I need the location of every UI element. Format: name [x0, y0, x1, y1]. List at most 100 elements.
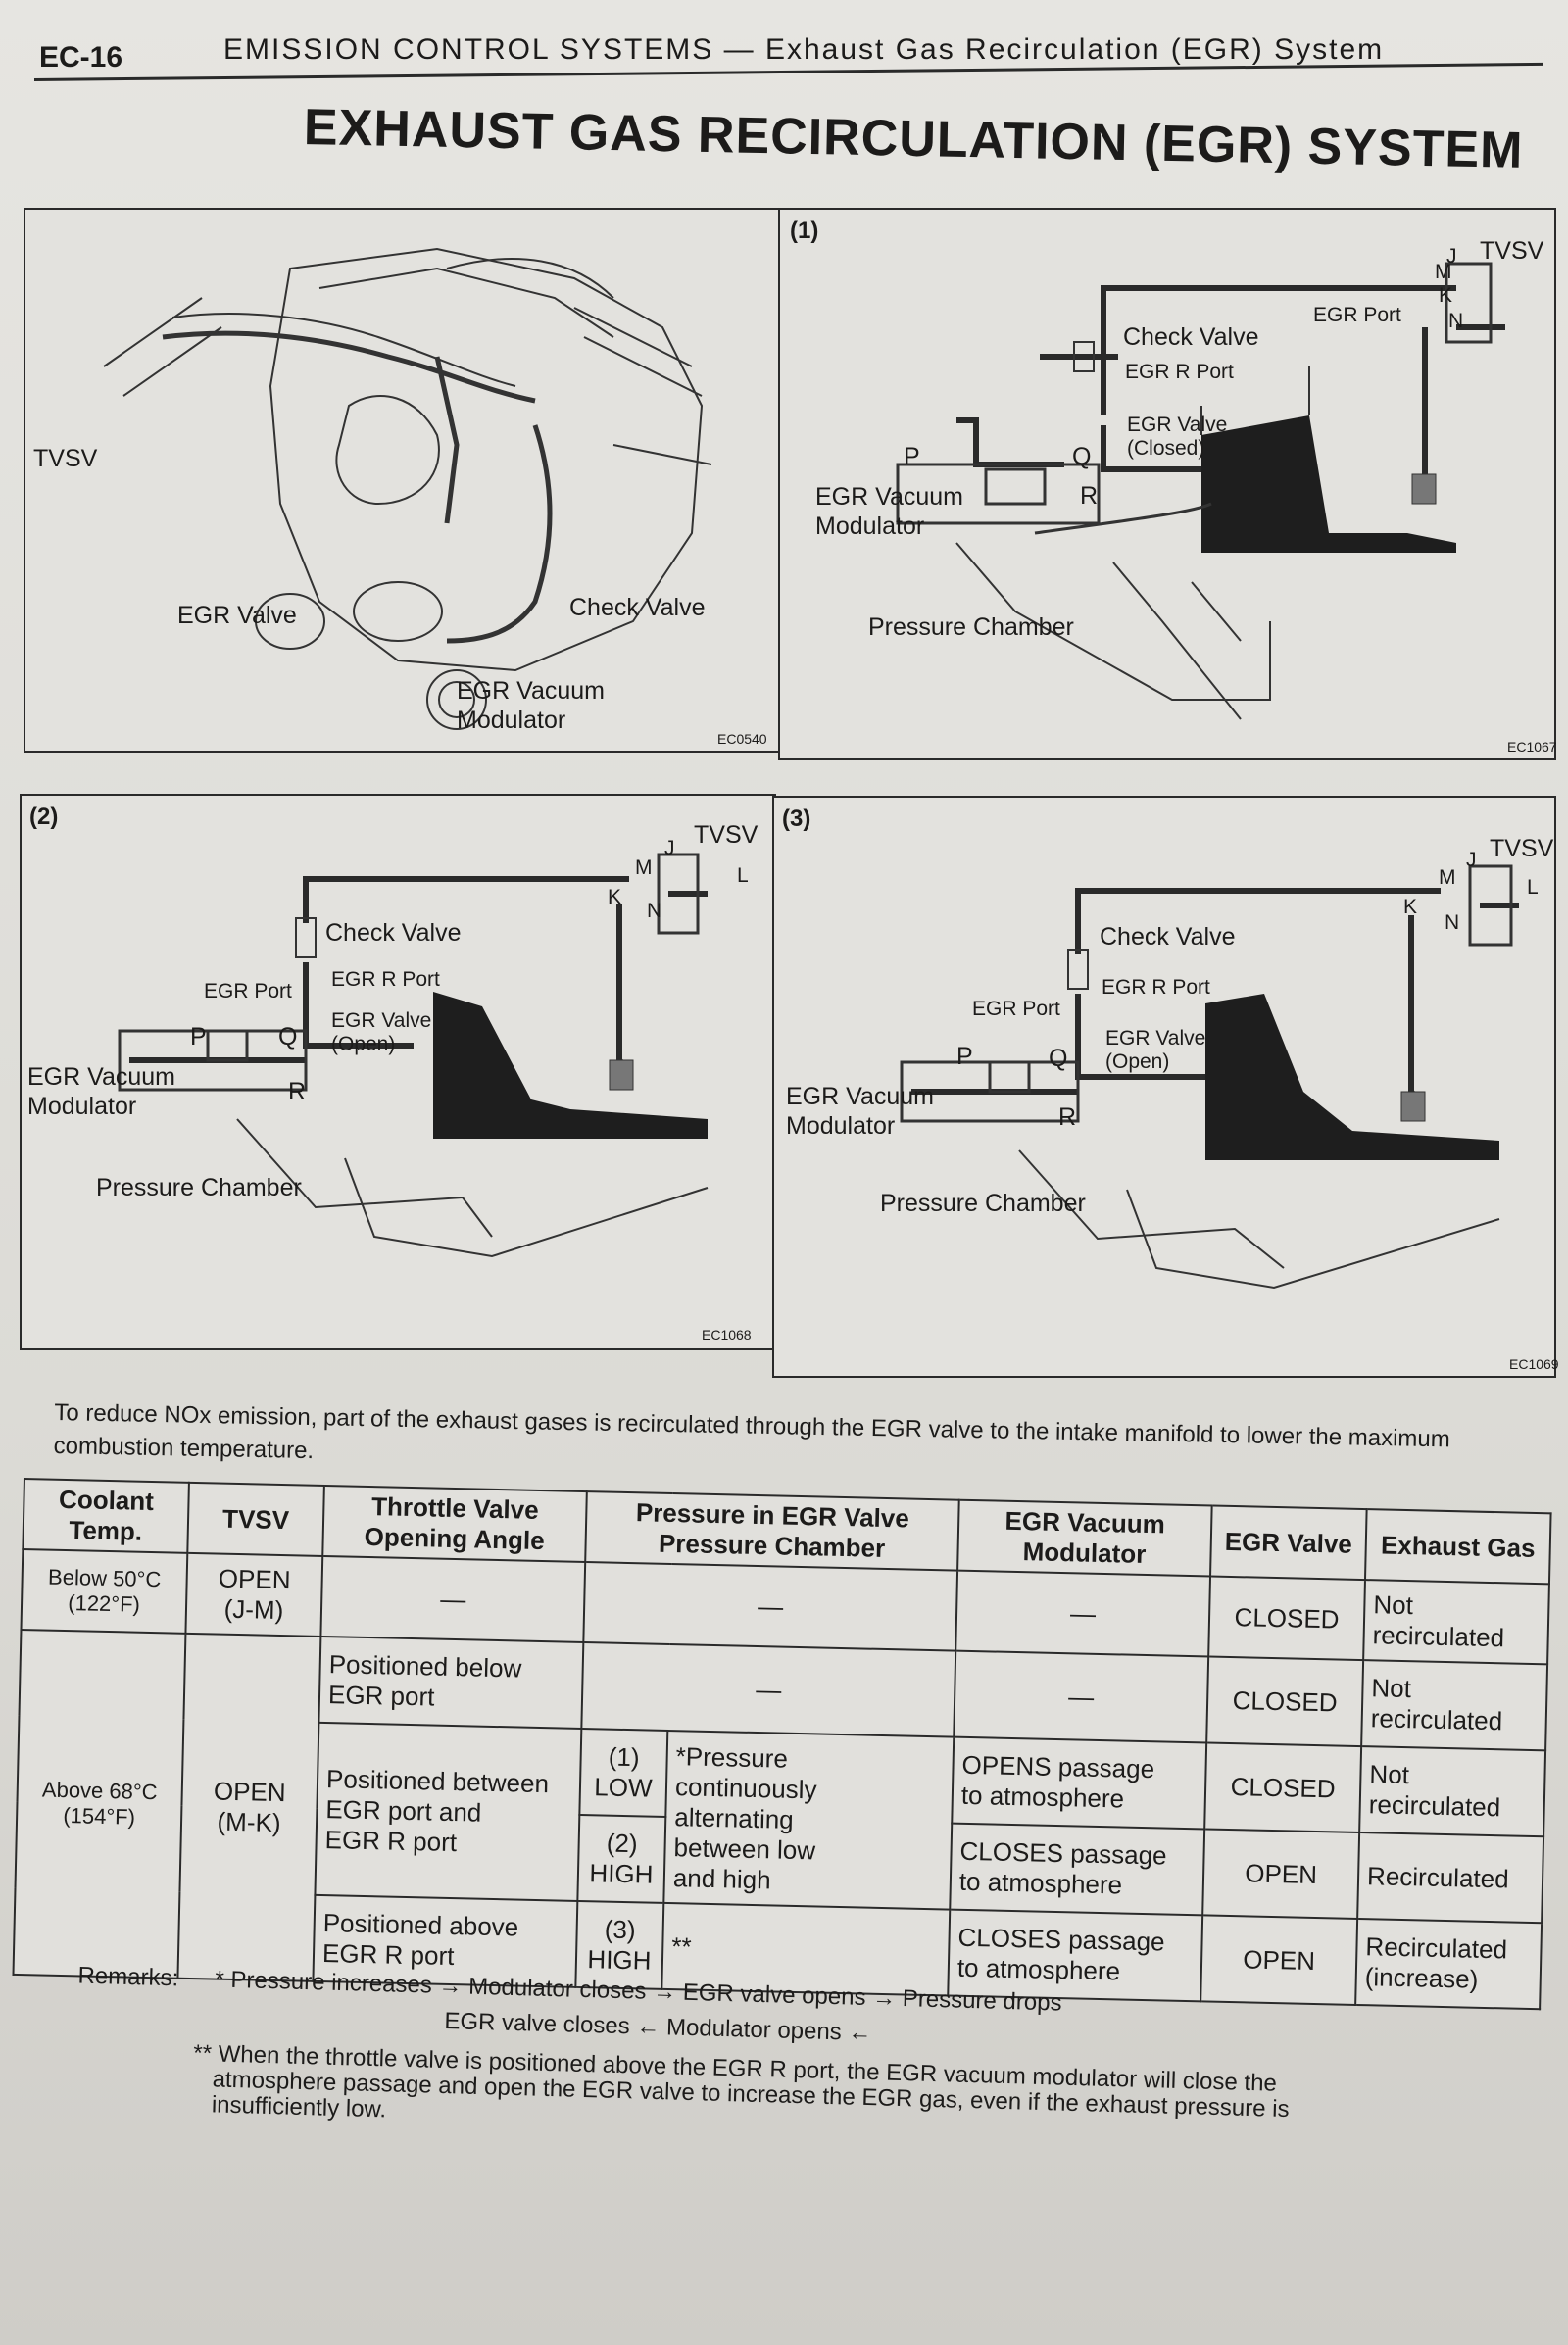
label-n: N — [647, 900, 662, 922]
label-p: P — [956, 1043, 973, 1070]
col-coolant-temp: Coolant Temp. — [23, 1479, 189, 1553]
label-egr-r-port: EGR R Port — [1102, 976, 1210, 999]
egr-diagram-open-3 — [900, 864, 1519, 1290]
cell-pressure: — — [581, 1642, 956, 1737]
label-check-valve: Check Valve — [569, 594, 706, 621]
cell-pressure: — — [583, 1562, 958, 1651]
cell-throttle: Positioned between EGR port and EGR R po… — [315, 1722, 582, 1901]
label-r: R — [288, 1078, 307, 1105]
label-j: J — [664, 837, 675, 859]
cell-tvsv: OPEN (J-M) — [185, 1552, 323, 1637]
label-n: N — [1448, 310, 1464, 332]
page-title: EXHAUST GAS RECIRCULATION (EGR) SYSTEM — [303, 99, 1524, 179]
label-egr-vacuum-modulator: EGR Vacuum Modulator — [457, 677, 605, 734]
description-text: To reduce NOx emission, part of the exha… — [53, 1399, 1451, 1465]
label-p: P — [904, 443, 920, 470]
label-egr-r-port: EGR R Port — [1125, 361, 1234, 383]
label-egr-port: EGR Port — [1313, 304, 1401, 326]
label-l: L — [1527, 876, 1539, 899]
label-egr-port: EGR Port — [204, 980, 292, 1002]
label-q: Q — [278, 1023, 298, 1050]
cell-modulator: OPENS passage to atmosphere — [952, 1736, 1207, 1830]
figure-number: (2) — [29, 804, 59, 830]
figure-code: EC0540 — [717, 731, 767, 747]
cell-throttle: — — [320, 1555, 586, 1643]
label-egr-valve: EGR Valve — [177, 602, 297, 629]
cell-egr-valve: CLOSED — [1208, 1576, 1365, 1661]
label-tvsv: TVSV — [694, 821, 759, 849]
engine-drawing — [103, 247, 712, 730]
cell-throttle: Positioned below EGR port — [318, 1636, 584, 1729]
egr-operation-table: Coolant Temp. TVSV Throttle Valve Openin… — [12, 1478, 1552, 2011]
label-egr-valve-open: EGR Valve (Open) — [1105, 1027, 1206, 1073]
label-tvsv: TVSV — [33, 445, 98, 472]
cell-coolant: Above 68°C (154°F) — [13, 1629, 186, 1979]
cell-modulator: — — [956, 1570, 1211, 1657]
label-k: K — [1439, 284, 1453, 307]
label-egr-valve-open: EGR Valve (Open) — [331, 1009, 432, 1055]
label-tvsv: TVSV — [1490, 835, 1554, 862]
cell-egr-valve: CLOSED — [1204, 1742, 1362, 1833]
cell-egr-valve: OPEN — [1202, 1829, 1360, 1919]
col-exhaust-gas: Exhaust Gas — [1364, 1509, 1551, 1585]
label-egr-vacuum-modulator: EGR Vacuum Modulator — [27, 1063, 175, 1120]
figure-overview: TVSV EGR Valve Check Valve EGR Vacuum Mo… — [24, 208, 782, 753]
cell-pressure-level: (1) LOW — [579, 1728, 668, 1817]
cell-modulator: CLOSES passage to atmosphere — [950, 1823, 1205, 1916]
col-pressure: Pressure in EGR Valve Pressure Chamber — [585, 1491, 959, 1571]
label-j: J — [1446, 245, 1457, 268]
cell-egr-valve: CLOSED — [1206, 1656, 1364, 1747]
figure-code: EC1067 — [1507, 739, 1557, 755]
cell-pressure-level: (2) HIGH — [577, 1814, 666, 1903]
label-check-valve: Check Valve — [1123, 323, 1259, 351]
col-egr-valve: EGR Valve — [1210, 1505, 1367, 1581]
figure-number: (3) — [782, 806, 811, 832]
label-m: M — [635, 856, 653, 879]
label-pressure-chamber: Pressure Chamber — [868, 613, 1074, 641]
label-q: Q — [1049, 1045, 1068, 1072]
cell-tvsv: OPEN (M-K) — [177, 1633, 321, 1981]
label-egr-vacuum-modulator: EGR Vacuum Modulator — [815, 483, 963, 540]
figure-1: (1) TVSV J M K N EGR Port Check Valve EG… — [778, 208, 1557, 760]
figure-number: (1) — [790, 218, 819, 244]
label-k: K — [1403, 896, 1418, 918]
figure-code: EC1069 — [1509, 1356, 1559, 1372]
label-egr-valve-closed: EGR Valve (Closed) — [1127, 414, 1228, 460]
section-header: EMISSION CONTROL SYSTEMS — Exhaust Gas R… — [223, 33, 1385, 66]
label-pressure-chamber: Pressure Chamber — [96, 1174, 302, 1201]
label-check-valve: Check Valve — [325, 919, 462, 947]
cell-exhaust: Not recirculated — [1363, 1580, 1549, 1665]
label-m: M — [1435, 261, 1452, 283]
label-r: R — [1058, 1103, 1077, 1131]
label-egr-r-port: EGR R Port — [331, 968, 440, 991]
cell-exhaust: Recirculated — [1357, 1832, 1544, 1924]
egr-diagram-open-2 — [118, 853, 709, 1258]
label-p: P — [190, 1023, 207, 1050]
cell-exhaust: Not recirculated — [1361, 1660, 1548, 1751]
egr-diagram-closed — [896, 262, 1505, 720]
label-egr-port: EGR Port — [972, 998, 1060, 1020]
label-n: N — [1445, 911, 1460, 934]
figure-code: EC1068 — [702, 1327, 752, 1343]
col-modulator: EGR Vacuum Modulator — [957, 1499, 1212, 1577]
label-check-valve: Check Valve — [1100, 923, 1236, 951]
label-pressure-chamber: Pressure Chamber — [880, 1190, 1086, 1217]
cell-coolant: Below 50°C (122°F) — [21, 1549, 188, 1634]
label-tvsv: TVSV — [1480, 237, 1544, 265]
cell-modulator: — — [954, 1650, 1209, 1743]
cell-exhaust: Recirculated (increase) — [1355, 1918, 1543, 2010]
label-egr-vacuum-modulator: EGR Vacuum Modulator — [786, 1083, 934, 1140]
label-q: Q — [1072, 443, 1092, 470]
remarks: Remarks: * Pressure increases → Modulato… — [54, 1960, 1548, 2189]
cell-pressure: *Pressure continuously alternating betwe… — [663, 1730, 955, 1910]
label-m: M — [1439, 866, 1456, 889]
label-r: R — [1080, 482, 1099, 510]
label-j: J — [1466, 849, 1477, 871]
label-k: K — [608, 886, 622, 908]
figure-2: (2) TVSV J M K N L Check Valve EGR Port … — [20, 794, 776, 1350]
label-l: L — [737, 864, 749, 887]
page-code: EC-16 — [39, 41, 123, 73]
cell-exhaust: Not recirculated — [1359, 1746, 1546, 1837]
figure-3: (3) TVSV J M K N L Check Valve EGR Port … — [772, 796, 1559, 1378]
